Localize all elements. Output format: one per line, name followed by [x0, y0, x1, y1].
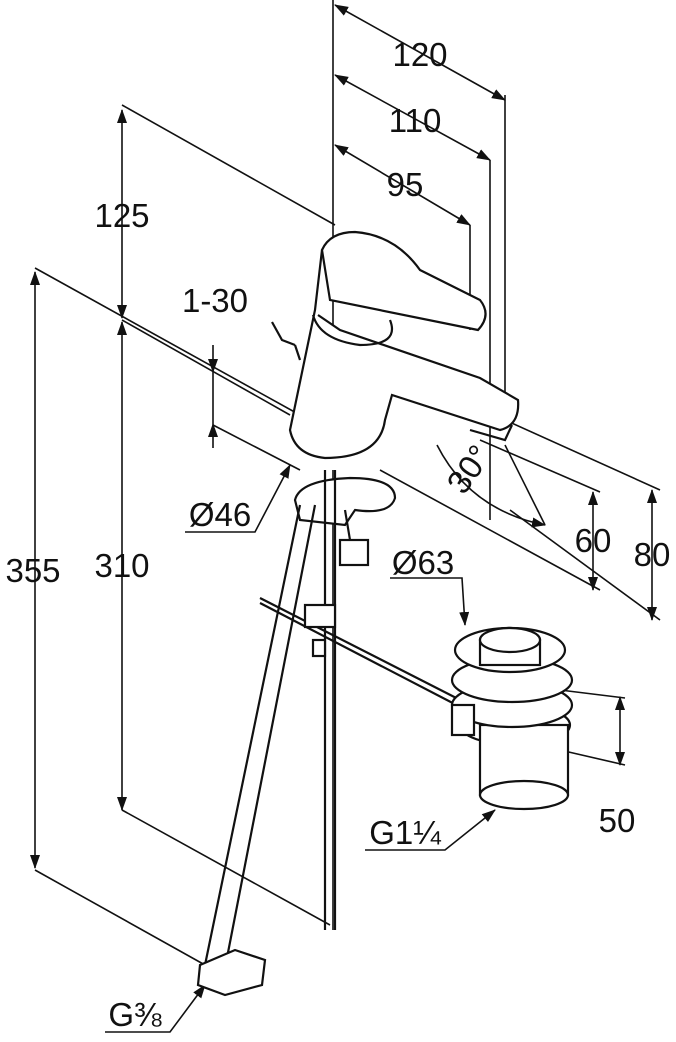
dim-310: 310	[94, 547, 149, 584]
dimension-labels: 120 110 95 125 1-30 Ø46 30° 60 80 Ø63 35…	[5, 36, 670, 1033]
dim-125: 125	[94, 197, 149, 234]
drain-waste	[450, 626, 574, 811]
dim-110: 110	[389, 102, 442, 139]
thread-g3-8: G⅜	[108, 996, 162, 1033]
dim-diameter-46: Ø46	[189, 496, 251, 533]
dim-60: 60	[575, 522, 612, 559]
dim-1-30: 1-30	[182, 282, 248, 319]
thread-g1-1-4: G1¼	[369, 814, 441, 851]
extension-lines	[34, 0, 661, 966]
dim-diameter-63: Ø63	[392, 544, 454, 581]
dim-80: 80	[634, 536, 671, 573]
dim-120: 120	[392, 36, 447, 73]
mounting-hardware	[196, 470, 471, 997]
dimension-lines	[30, 4, 657, 1033]
dim-95: 95	[387, 166, 424, 203]
dim-355: 355	[5, 552, 60, 589]
dim-50: 50	[599, 802, 636, 839]
faucet-body	[271, 230, 520, 460]
